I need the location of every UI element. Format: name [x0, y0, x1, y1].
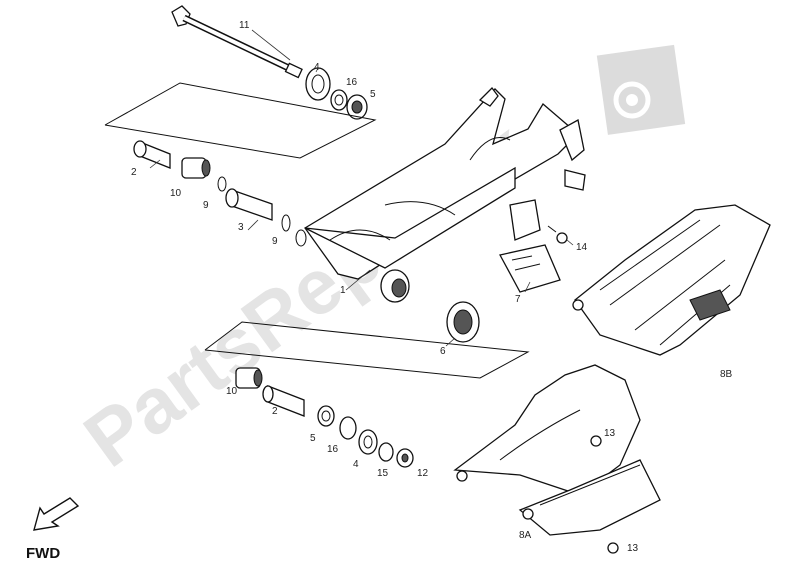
forward-direction-indicator: FWD: [26, 497, 80, 562]
callout-13-upper: 13: [604, 428, 616, 439]
callout-6: 6: [440, 346, 446, 357]
lower-assembly-bracket: [204, 321, 530, 379]
leader-lines: [149, 29, 574, 347]
lower-hardware: [317, 405, 414, 468]
callout-1: 1: [340, 285, 346, 296]
callout-2-upper: 2: [131, 167, 137, 178]
callout-15: 15: [377, 468, 389, 479]
callout-10-upper: 10: [170, 188, 182, 199]
callout-labels: 11 4 16 5 2 10 9 3 9 1 14 7 6 8B 10 2 5 …: [131, 20, 733, 554]
callout-14: 14: [576, 242, 588, 253]
callout-11: 11: [239, 20, 250, 31]
bolt-icon: [590, 435, 619, 554]
callout-16-lower: 16: [327, 444, 339, 455]
callout-3: 3: [238, 222, 244, 233]
forward-arrow-icon: [33, 497, 80, 531]
chain-guide: [499, 199, 561, 293]
callout-9-left: 9: [203, 200, 209, 211]
left-bushings: [133, 140, 307, 247]
front-footrest: [453, 364, 661, 536]
callout-8a: 8A: [519, 530, 532, 541]
callout-16-upper: 16: [346, 77, 358, 88]
callout-10-lower: 10: [226, 386, 238, 397]
callout-13-lower: 13: [627, 543, 639, 554]
callout-9-right: 9: [272, 236, 278, 247]
callout-5-upper: 5: [370, 89, 376, 100]
swingarm-axle-bolt: [171, 5, 303, 79]
upper-bearing-set: [305, 67, 368, 120]
forward-label: FWD: [26, 545, 60, 562]
lower-bushings: [235, 367, 305, 417]
callout-2-lower: 2: [272, 406, 278, 417]
callout-5-lower: 5: [310, 433, 316, 444]
lower-bearing: [446, 301, 480, 343]
callout-8b: 8B: [720, 369, 733, 380]
callout-12: 12: [417, 468, 429, 479]
callout-7: 7: [515, 294, 521, 305]
upper-assembly-bracket: [104, 82, 377, 159]
gear-icon: [596, 44, 686, 135]
swing-arm: [304, 87, 586, 303]
rear-footrest-guard: [572, 204, 771, 356]
callout-4-upper: 4: [314, 62, 320, 73]
bolt-icon: [547, 225, 568, 244]
callout-4-lower: 4: [353, 459, 359, 470]
